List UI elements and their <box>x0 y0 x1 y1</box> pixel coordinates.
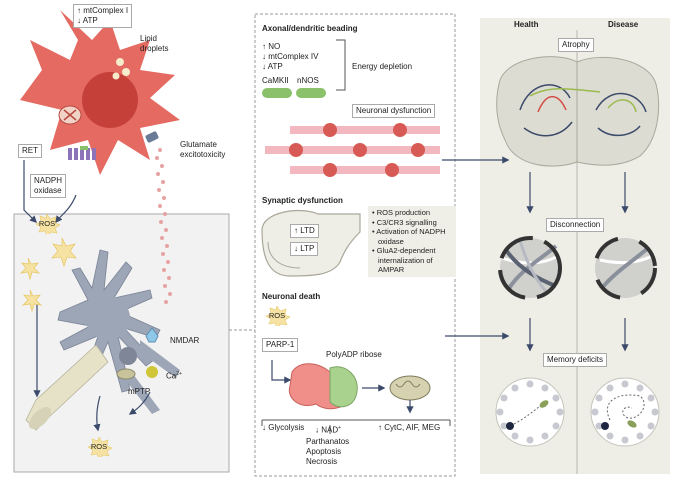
lipid-line1: Lipid <box>140 34 157 43</box>
camkii-pill <box>262 88 292 98</box>
nad-text: ↓ NAD <box>315 425 339 435</box>
ros-badge-top: ROS <box>34 214 60 234</box>
health-header: Health <box>514 20 539 29</box>
nadph-line1: NADPH <box>34 176 63 185</box>
atp-text: ↓ ATP <box>77 16 98 25</box>
no-line: ↑ NO <box>262 42 281 51</box>
ret-box: RET <box>18 144 42 158</box>
ros-badge-bottom: ROS <box>86 437 112 457</box>
ros-stars <box>19 237 77 313</box>
connectivity-health <box>498 236 562 300</box>
lipid-line2: droplets <box>140 44 169 53</box>
ros-label-bottom: ROS <box>90 442 108 451</box>
apoptosis: Apoptosis <box>306 447 342 456</box>
mptp-label: mPTP <box>128 387 151 396</box>
ltd-box: ↑ LTD <box>290 224 319 238</box>
parp1-box: PARP-1 <box>262 338 299 352</box>
brain-atrophy-illustration <box>496 56 660 167</box>
mtcomplex-iv-line: ↓ mtComplex IV <box>262 52 319 61</box>
energy-depletion-label: Energy depletion <box>352 62 413 71</box>
parthanatos: Parthanatos <box>306 437 350 446</box>
bullet-nadph: • Activation of NADPH oxidase <box>372 227 446 246</box>
nnos-label: nNOS <box>297 76 319 85</box>
nadph-line2: oxidase <box>34 186 62 195</box>
nad-label: ↓ NAD+ <box>315 423 341 436</box>
nadph-oxidase-box: NADPH oxidase <box>30 174 67 198</box>
disease-header: Disease <box>608 20 639 29</box>
lipid-droplets-label: Lipid droplets <box>140 34 168 54</box>
polyadp-label: PolyADP ribose <box>326 350 382 359</box>
death-outcomes: Parthanatos Apoptosis Necrosis <box>306 437 349 467</box>
synaptic-dysfunction-title: Synaptic dysfunction <box>262 196 343 205</box>
reactive-glial-cell <box>20 10 180 175</box>
water-maze-disease <box>590 377 660 447</box>
neuronal-death-title: Neuronal death <box>262 292 321 301</box>
ca-text: Ca <box>166 371 177 381</box>
glutamate-line1: Glutamate <box>180 140 217 149</box>
ros-label-death: ROS <box>268 311 286 320</box>
disconnection-box: Disconnection <box>546 218 605 232</box>
atrophy-box: Atrophy <box>558 38 594 52</box>
camkii-label: CaMKII <box>262 76 289 85</box>
ros-badge-death: ROS <box>264 306 290 326</box>
bullet-c3: • C3/CR3 signalling <box>372 217 437 227</box>
axonal-changes-list: ↑ NO ↓ mtComplex IV ↓ ATP <box>262 42 318 72</box>
connectivity-disease <box>593 236 657 300</box>
bullet-ros: • ROS production <box>372 208 431 217</box>
mito-complex-box: ↑ mtComplex I ↓ ATP <box>73 4 133 28</box>
neuronal-dysfunction-box: Neuronal dysfunction <box>352 104 436 118</box>
beaded-axons <box>265 123 440 177</box>
nmdar-label: NMDAR <box>170 336 200 345</box>
mtcomplex-i-text: ↑ mtComplex I <box>77 6 129 15</box>
ros-label-top: ROS <box>38 219 56 228</box>
damaged-mitochondrion <box>389 375 431 401</box>
glutamate-line2: excitotoxicity <box>180 150 226 159</box>
glutamate-dots <box>155 148 172 304</box>
necrosis: Necrosis <box>306 457 338 466</box>
nnos-pill <box>296 88 326 98</box>
atp-line: ↓ ATP <box>262 62 283 71</box>
glutamate-label: Glutamate excitotoxicity <box>180 140 225 160</box>
bullet-glua2: • GluA2-dependent internalization of AMP… <box>372 246 436 274</box>
water-maze-health <box>495 377 565 447</box>
synaptic-mechanisms-list: • ROS production • C3/CR3 signalling • A… <box>368 206 456 277</box>
memory-deficits-box: Memory deficits <box>543 353 608 367</box>
nad-superscript: + <box>338 425 342 431</box>
calcium-label: Ca2+ <box>166 369 182 382</box>
glycolysis-label: ↓ Glycolysis <box>262 423 305 432</box>
cytc-label: ↑ CytC, AIF, MEG <box>378 423 441 432</box>
axonal-beading-title: Axonal/dendritic beading <box>262 24 358 33</box>
neuron-panel-bg <box>13 213 230 473</box>
ltp-box: ↓ LTP <box>290 242 319 256</box>
neuron-cell <box>25 249 180 431</box>
ca-superscript: 2+ <box>176 371 182 377</box>
